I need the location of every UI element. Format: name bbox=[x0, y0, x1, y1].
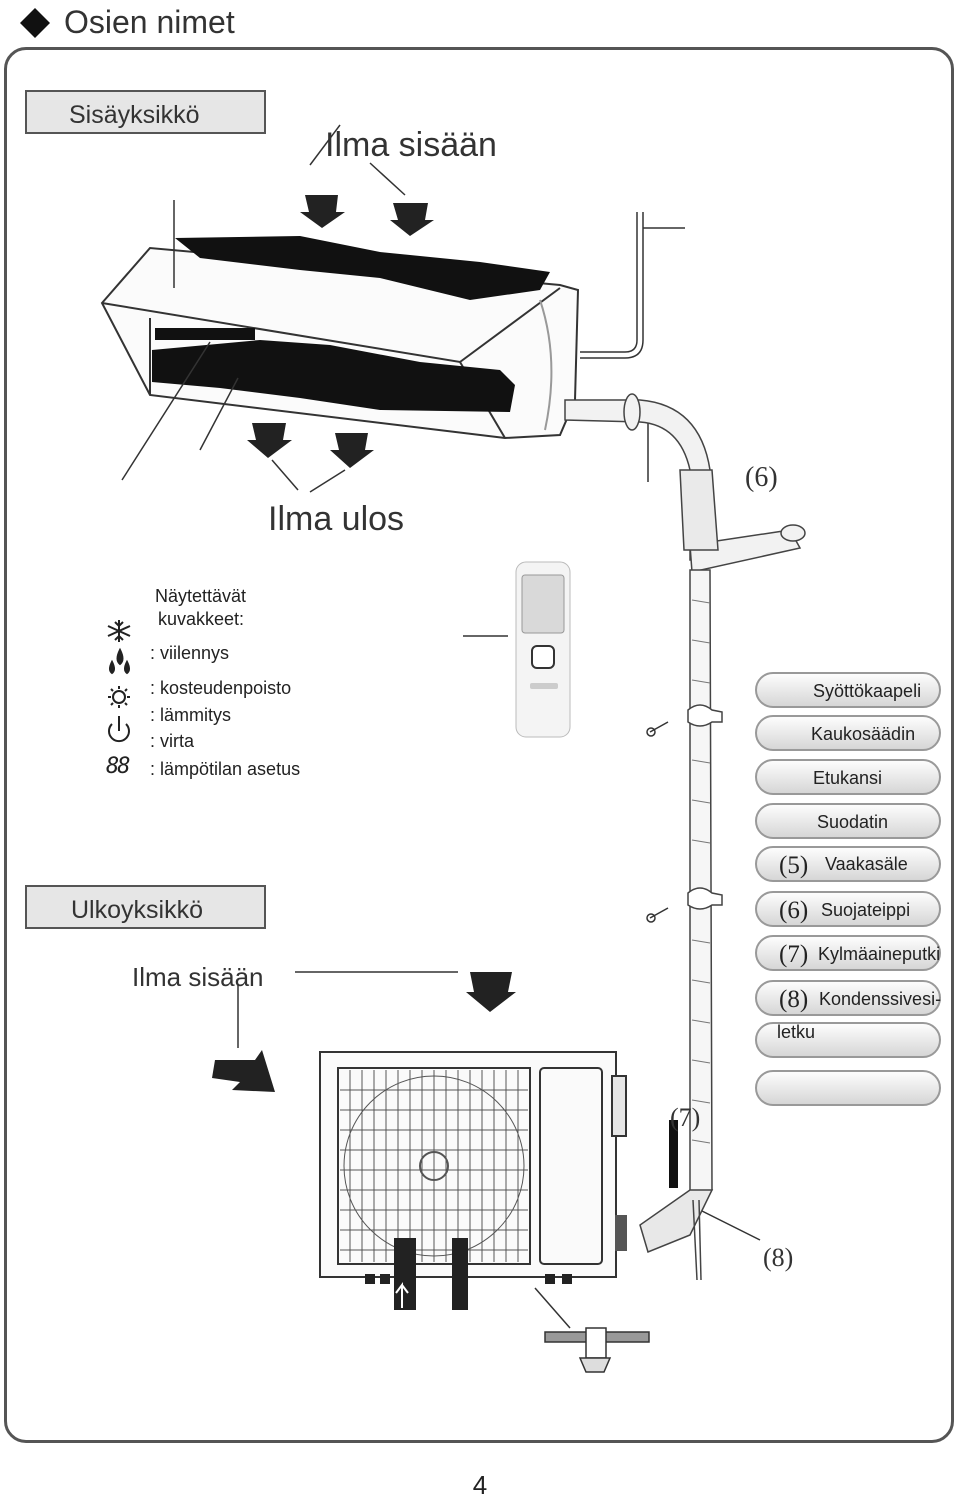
part-label: Syöttökaapeli bbox=[813, 681, 922, 701]
ground-bolt-drawing bbox=[544, 1327, 650, 1373]
part-label: Suojateippi bbox=[821, 900, 911, 920]
display-heading-line1: Näytettävät bbox=[155, 586, 247, 606]
indoor-section-label: Sisäyksikkö bbox=[25, 90, 266, 134]
piping bbox=[564, 393, 806, 1281]
part-label: Etukansi bbox=[813, 768, 883, 788]
outdoor-grille bbox=[340, 1070, 528, 1262]
indoor-air-in-label: Ilma sisään bbox=[325, 126, 497, 164]
part-number: (5) bbox=[779, 852, 809, 879]
legend-dehumidify: : kosteudenpoisto bbox=[150, 678, 292, 698]
digits-icon: 88 bbox=[106, 754, 130, 779]
legend-heating: : lämmitys bbox=[150, 705, 231, 725]
part-refrigerant-pipe: (7) Kylmäaineputki bbox=[755, 935, 941, 971]
part-number: (6) bbox=[779, 897, 809, 924]
outdoor-section-text: Ulkoyksikkö bbox=[71, 896, 203, 924]
pipe-texture bbox=[691, 599, 711, 1144]
airflow-arrows bbox=[212, 195, 516, 1228]
indoor-section-text: Sisäyksikkö bbox=[69, 101, 200, 129]
droplets-icon bbox=[109, 647, 130, 675]
part-remote-control: Kaukosäädin bbox=[755, 715, 941, 751]
part-protective-tape: (6) Suojateippi bbox=[755, 891, 941, 927]
callout-6: (6) bbox=[745, 462, 778, 493]
part-horizontal-louver: (5) Vaakasäle bbox=[755, 846, 941, 882]
outdoor-section-label: Ulkoyksikkö bbox=[25, 885, 266, 929]
pipe-insulation-segment bbox=[669, 1120, 678, 1188]
part-label: Vaakasäle bbox=[825, 854, 908, 874]
sun-icon bbox=[108, 686, 130, 708]
outdoor-feet-and-valves bbox=[365, 1215, 627, 1310]
legend-temperature: : lämpötilan asetus bbox=[150, 759, 301, 779]
callout-8: (8) bbox=[763, 1243, 794, 1272]
display-heading-line2: kuvakkeet: bbox=[158, 609, 245, 629]
indoor-air-out-label: Ilma ulos bbox=[268, 500, 405, 538]
page-title: Osien nimet bbox=[64, 4, 235, 40]
part-empty bbox=[755, 1070, 941, 1106]
callout-7: (7) bbox=[670, 1103, 701, 1132]
page-number: 4 bbox=[472, 1470, 488, 1500]
pipe-clips bbox=[687, 704, 723, 910]
part-label: Kylmäaineputki bbox=[818, 944, 941, 964]
part-supply-cable: Syöttökaapeli bbox=[755, 672, 941, 708]
screws bbox=[646, 721, 669, 923]
diamond-bullet-icon bbox=[20, 8, 50, 38]
legend-cooling: : viilennys bbox=[150, 643, 230, 663]
outdoor-air-in-label: Ilma sisään bbox=[132, 962, 264, 992]
part-filter: Suodatin bbox=[755, 803, 941, 839]
wall-bracket-line bbox=[580, 212, 685, 359]
remote-control-drawing bbox=[515, 561, 571, 738]
part-label: Kondenssivesi- bbox=[819, 989, 942, 1009]
part-label: Kaukosäädin bbox=[811, 724, 916, 744]
part-label-cont: letku bbox=[777, 1022, 816, 1042]
indoor-unit-dark-parts bbox=[152, 236, 550, 412]
part-drain-hose-cont: letku bbox=[755, 1022, 941, 1058]
snowflake-icon bbox=[107, 620, 131, 642]
legend-power: : virta bbox=[150, 731, 195, 751]
part-front-panel: Etukansi bbox=[755, 759, 941, 795]
part-label: Suodatin bbox=[817, 812, 889, 832]
part-number: (7) bbox=[779, 941, 809, 968]
part-number: (8) bbox=[779, 986, 809, 1013]
power-icon bbox=[108, 716, 130, 743]
content-frame bbox=[4, 47, 954, 1443]
part-drain-hose: (8) Kondenssivesi- bbox=[755, 980, 941, 1016]
